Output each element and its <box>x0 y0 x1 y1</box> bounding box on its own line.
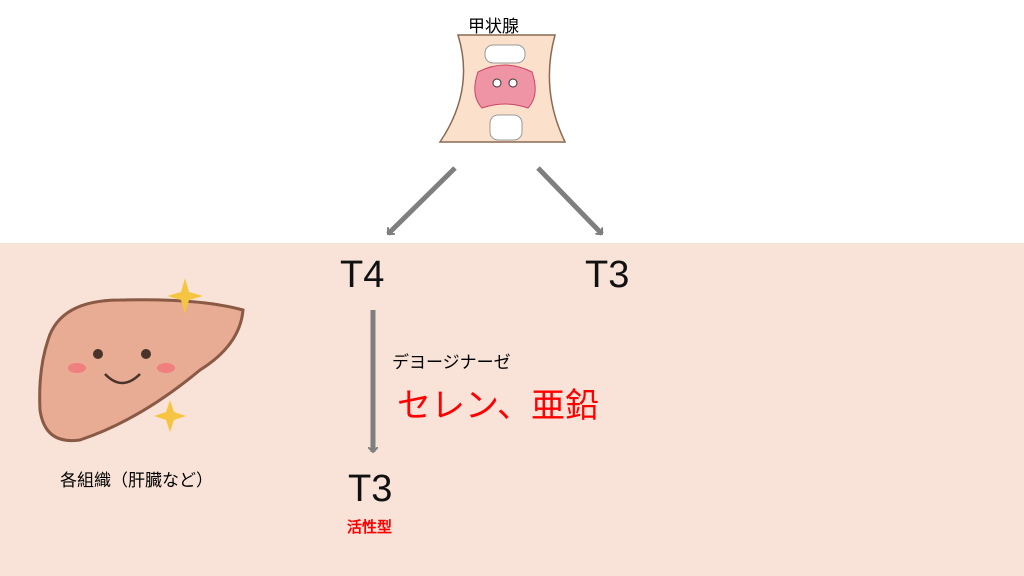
arrow-thyroid-to-t3 <box>536 166 604 236</box>
cofactors-label: セレン、亜鉛 <box>397 386 599 426</box>
thyroid-illustration <box>438 34 567 143</box>
enzyme-name: デヨージナーゼ <box>392 353 511 373</box>
liver-illustration <box>38 278 245 443</box>
t3-direct-node: T3 <box>585 254 630 296</box>
arrow-thyroid-to-t4 <box>386 166 457 236</box>
t3-converted-node: T3 <box>348 468 393 510</box>
thyroid-label: 甲状腺 <box>468 17 519 37</box>
active-form-label: 活性型 <box>347 518 393 536</box>
t4-node: T4 <box>340 254 385 296</box>
tissue-label: 各組織（肝臓など） <box>60 471 213 491</box>
